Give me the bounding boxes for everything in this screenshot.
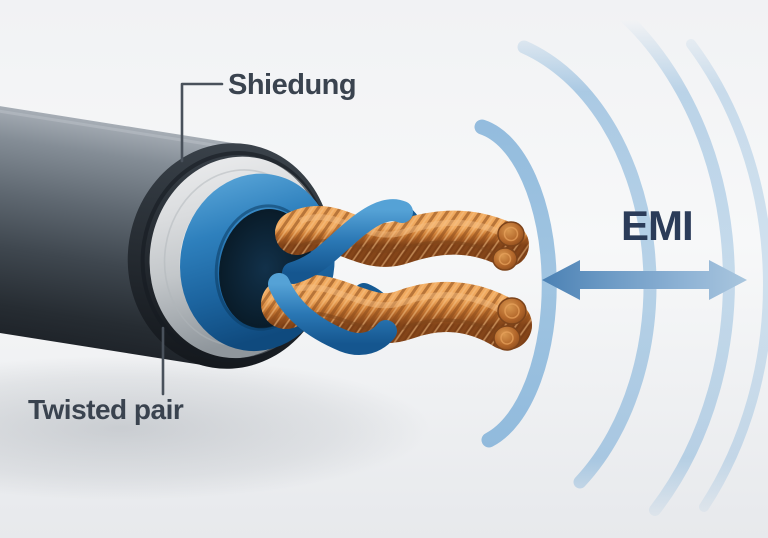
shielding-label: Shiedung [228,69,357,101]
emi-wave-arc [517,40,657,489]
twisted-pair-highlight [288,284,505,315]
conductor-tip [493,325,521,351]
twisted-pair-strands [261,274,532,350]
conductor-tip [497,297,527,325]
conductor-tip [492,247,518,271]
conductor-tip-ring [503,226,519,242]
twisted-pair-upper [275,206,529,271]
twisted-pair-highlight [298,214,505,238]
cable-shadow [0,356,430,500]
emi-double-arrow [542,260,747,300]
blue-wire-loop-lower [268,273,397,355]
blue-wire-loop-upper [282,199,413,284]
twisted-pair-groove [289,311,501,336]
twisted-pair-label: Twisted pair [28,394,184,425]
emi-wave-arc [595,0,735,516]
emi-label: EMI [621,202,694,249]
conductor-tip-ring [504,303,520,319]
conductor-tip-ring [498,252,512,266]
twisted-pair-strands [275,206,529,267]
conductor-tip-ring [500,331,514,345]
twisted-pair-lower [261,274,532,351]
shielding-leader-line [180,82,224,163]
blue-wire-front [268,199,413,355]
conductor-tip [497,221,525,247]
